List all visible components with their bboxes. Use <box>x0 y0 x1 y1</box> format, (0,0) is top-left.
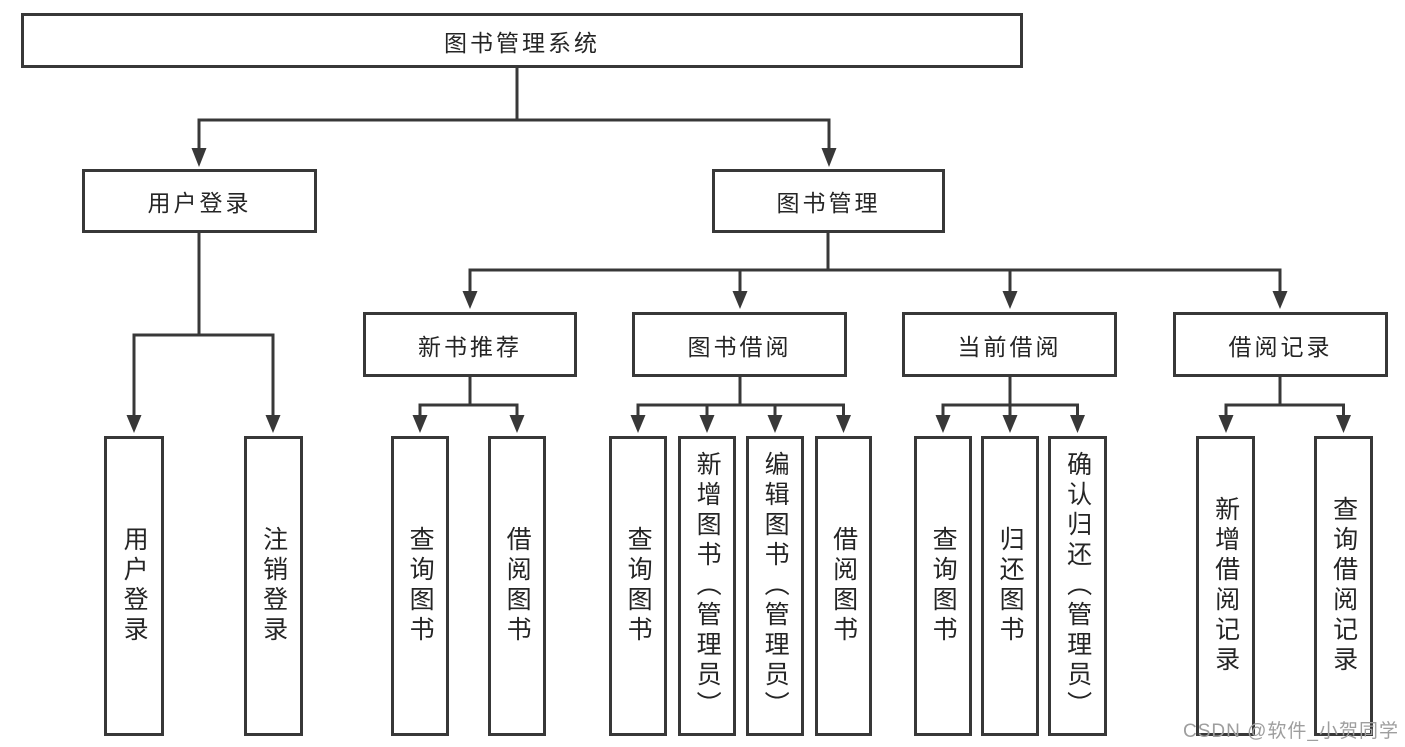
leaf-label: 查询图书 <box>929 526 958 646</box>
leaf-query-books-recommendation: 查询图书 <box>391 436 449 736</box>
leaf-confirm-return-admin: 确认归还（管理员） <box>1048 436 1107 736</box>
leaf-label: 编辑图书（管理员） <box>761 451 790 721</box>
node-borrowing-records: 借阅记录 <box>1173 312 1388 377</box>
watermark: CSDN @软件_小贺同学 <box>1183 721 1399 742</box>
leaf-label: 借阅图书 <box>503 526 532 646</box>
leaf-label: 查询借阅记录 <box>1329 496 1358 676</box>
leaf-query-books-borrowing: 查询图书 <box>609 436 667 736</box>
leaf-label: 查询图书 <box>624 526 653 646</box>
leaf-label: 借阅图书 <box>829 526 858 646</box>
leaf-edit-books-admin: 编辑图书（管理员） <box>746 436 804 736</box>
node-user-login: 用户登录 <box>82 169 317 233</box>
node-current-borrowing: 当前借阅 <box>902 312 1117 377</box>
node-new-book-recommendation: 新书推荐 <box>363 312 577 377</box>
leaf-query-books-current: 查询图书 <box>914 436 972 736</box>
leaf-label: 新增图书（管理员） <box>693 451 722 721</box>
leaf-borrow-books-recommendation: 借阅图书 <box>488 436 546 736</box>
leaf-label: 查询图书 <box>406 526 435 646</box>
leaf-add-borrow-record: 新增借阅记录 <box>1196 436 1255 736</box>
arrowheads <box>126 148 1351 433</box>
leaf-label: 确认归还（管理员） <box>1063 451 1092 721</box>
leaf-label: 注销登录 <box>259 526 288 646</box>
leaf-label: 新增借阅记录 <box>1211 496 1240 676</box>
leaf-return-books: 归还图书 <box>981 436 1039 736</box>
node-book-management: 图书管理 <box>712 169 945 233</box>
leaf-label: 归还图书 <box>996 526 1025 646</box>
node-book-borrowing: 图书借阅 <box>632 312 847 377</box>
leaf-label: 用户登录 <box>120 526 149 646</box>
leaf-logout: 注销登录 <box>244 436 303 736</box>
leaf-query-borrow-record: 查询借阅记录 <box>1314 436 1373 736</box>
node-library-management-system: 图书管理系统 <box>21 13 1023 68</box>
leaf-borrow-books: 借阅图书 <box>815 436 872 736</box>
leaf-add-books-admin: 新增图书（管理员） <box>678 436 736 736</box>
leaf-user-login: 用户登录 <box>104 436 164 736</box>
